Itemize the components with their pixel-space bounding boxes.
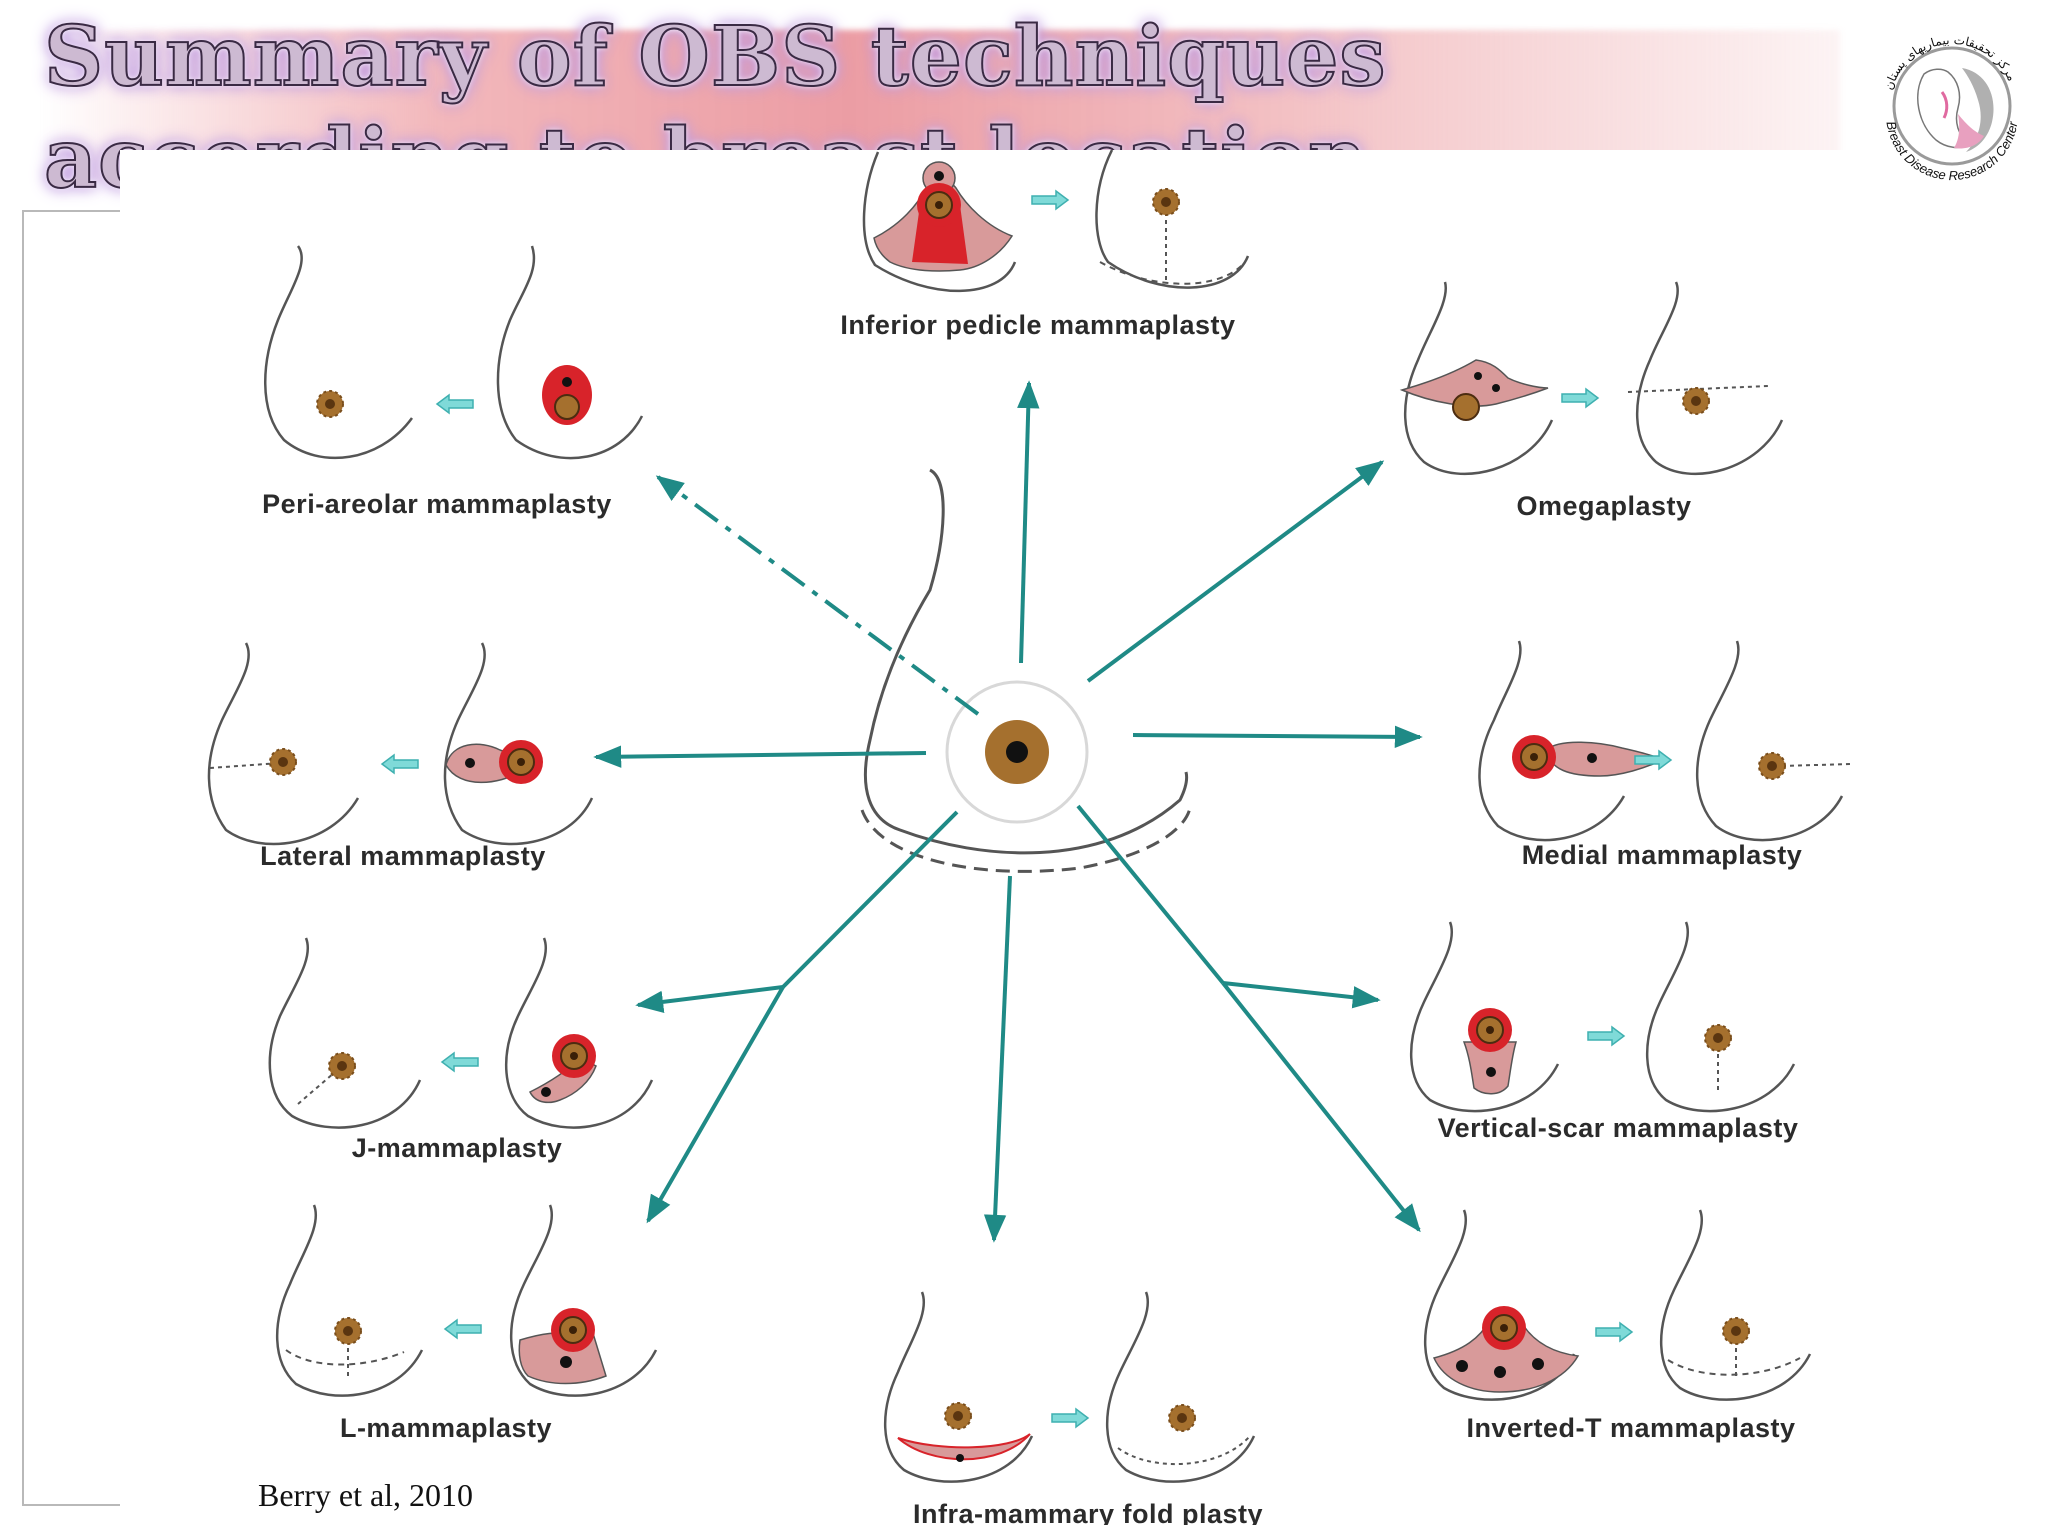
arrow-lower-right-trunk bbox=[1076, 804, 1225, 985]
label-infra-mammary: Infra-mammary fold plasty bbox=[913, 1499, 1263, 1525]
arrow-to-l-mammaplasty bbox=[646, 986, 785, 1224]
arrow-to-lateral bbox=[593, 745, 927, 768]
label-inferior-pedicle: Inferior pedicle mammaplasty bbox=[840, 310, 1235, 340]
arrow-lower-left-trunk bbox=[781, 810, 959, 989]
diagram-canvas: Inferior pedicle mammaplasty Peri-areola… bbox=[120, 150, 1860, 1525]
technique-omegaplasty: Omegaplasty bbox=[1399, 281, 1784, 521]
arrow-to-inverted-t bbox=[1221, 981, 1421, 1233]
label-medial: Medial mammaplasty bbox=[1522, 840, 1803, 870]
technique-l-mammaplasty: L-mammaplasty bbox=[275, 1204, 658, 1443]
radiating-arrows bbox=[593, 380, 1423, 1243]
label-inverted-t: Inverted-T mammaplasty bbox=[1466, 1413, 1795, 1443]
arrow-to-vertical-scar bbox=[1222, 981, 1381, 1009]
technique-infra-mammary: Infra-mammary fold plasty bbox=[883, 1291, 1263, 1525]
technique-lateral: Lateral mammaplasty bbox=[207, 642, 594, 871]
label-lateral: Lateral mammaplasty bbox=[260, 841, 546, 871]
technique-j-mammaplasty: J-mammaplasty bbox=[268, 937, 654, 1163]
label-j-mammaplasty: J-mammaplasty bbox=[352, 1133, 563, 1163]
arrow-to-infra-mammary bbox=[983, 875, 1012, 1243]
label-vertical-scar: Vertical-scar mammaplasty bbox=[1438, 1113, 1799, 1143]
citation: Berry et al, 2010 bbox=[258, 1477, 474, 1513]
technique-inverted-t: Inverted-T mammaplasty bbox=[1423, 1209, 1812, 1443]
technique-inferior-pedicle: Inferior pedicle mammaplasty bbox=[840, 150, 1250, 340]
arrow-to-peri-areolar bbox=[655, 475, 980, 716]
breast-disease-research-center-logo: مرکز تحقیقات بیماریهای پستان Breast Dise… bbox=[1862, 14, 2042, 199]
central-breast bbox=[860, 468, 1192, 873]
technique-vertical-scar: Vertical-scar mammaplasty bbox=[1409, 921, 1799, 1143]
label-peri-areolar: Peri-areolar mammaplasty bbox=[262, 489, 612, 519]
arrow-to-j-mammaplasty bbox=[635, 985, 784, 1014]
arrow-to-omegaplasty bbox=[1086, 460, 1385, 683]
technique-peri-areolar: Peri-areolar mammaplasty bbox=[262, 245, 644, 519]
label-l-mammaplasty: L-mammaplasty bbox=[340, 1413, 552, 1443]
arrow-to-inferior-pedicle bbox=[1017, 380, 1040, 664]
technique-medial: Medial mammaplasty bbox=[1478, 640, 1851, 870]
arrow-to-medial bbox=[1132, 725, 1423, 749]
label-omegaplasty: Omegaplasty bbox=[1516, 491, 1691, 521]
